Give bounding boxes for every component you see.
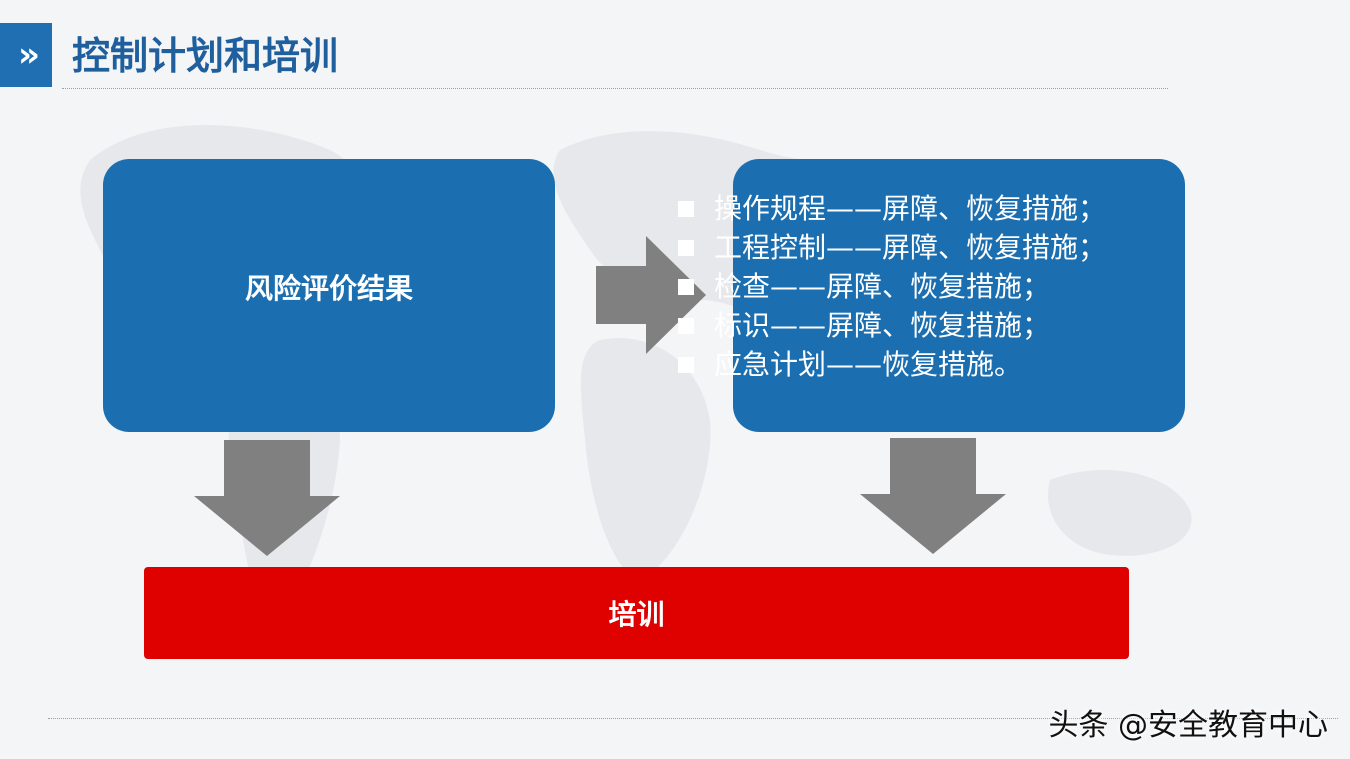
header-divider (62, 88, 1168, 89)
list-item: 工程控制——屏障、恢复措施； (678, 228, 1198, 267)
risk-assessment-label: 风险评价结果 (244, 271, 413, 305)
list-item: 应急计划——恢复措施。 (678, 345, 1198, 384)
square-bullet-icon (678, 356, 694, 373)
list-item: 检查——屏障、恢复措施； (678, 267, 1198, 306)
risk-assessment-box: 风险评价结果 (103, 159, 555, 432)
training-bar: 培训 (144, 567, 1129, 659)
double-chevron-right-icon: ›› (0, 23, 52, 87)
control-measures-list: 操作规程——屏障、恢复措施； 工程控制——屏障、恢复措施； 检查——屏障、恢复措… (678, 189, 1198, 384)
square-bullet-icon (678, 278, 694, 295)
square-bullet-icon (678, 239, 694, 256)
watermark: 头条 @安全教育中心 (1048, 708, 1328, 743)
square-bullet-icon (678, 200, 694, 217)
control-measures-box: 操作规程——屏障、恢复措施； 工程控制——屏障、恢复措施； 检查——屏障、恢复措… (678, 159, 1185, 432)
list-item: 标识——屏障、恢复措施； (678, 306, 1198, 345)
square-bullet-icon (678, 317, 694, 334)
down-arrow-left-icon (194, 440, 340, 556)
down-arrow-right-icon (860, 438, 1006, 554)
list-item: 操作规程——屏障、恢复措施； (678, 189, 1198, 228)
training-label: 培训 (608, 598, 665, 631)
footer-divider (48, 718, 1338, 719)
page-title: 控制计划和培训 (72, 34, 339, 78)
right-arrow-icon (596, 236, 706, 354)
